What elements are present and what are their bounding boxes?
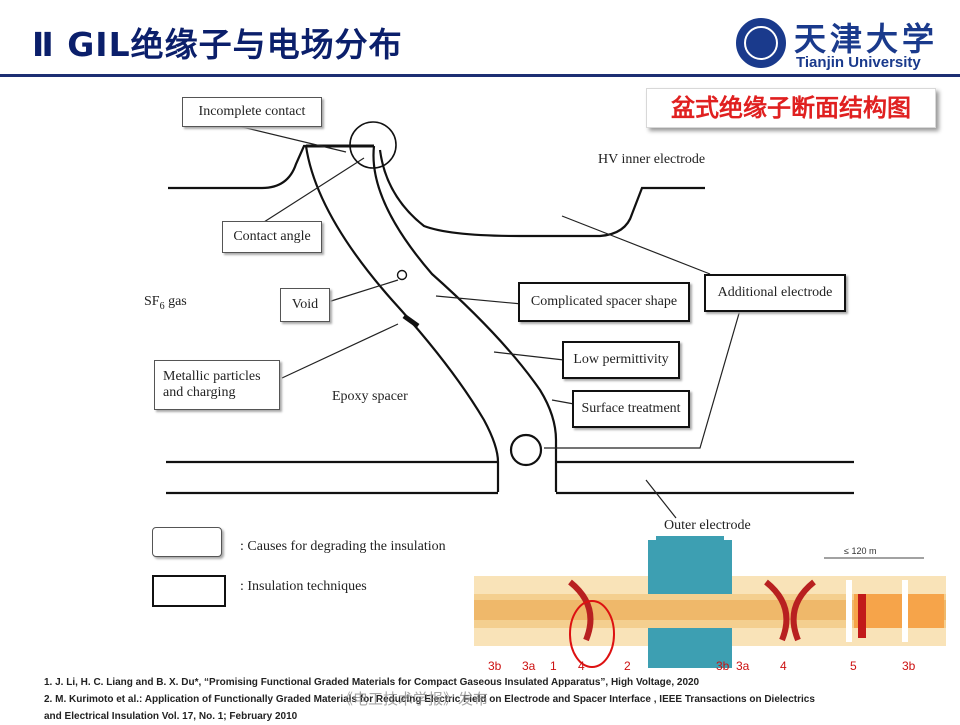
sf6-gas-label: SF6 gas [144,294,187,312]
gil-section-illustration: ≤ 120 m 3b 3a 1 4 2 3b 3a 4 5 3b [474,536,946,672]
left-upper-electrode-line [168,144,358,190]
hv-inner-electrode-line [378,149,705,238]
dimension-label: ≤ 120 m [844,546,876,556]
component-number: 3a [736,659,750,672]
reference-1: 1. J. Li, H. C. Liang and B. X. Du*, “Pr… [44,677,700,688]
metallic-particle [402,313,420,329]
low-permittivity-label: Low permittivity [573,352,669,367]
void-box: Void [280,288,330,322]
logo-english-name: Tianjin University [796,54,921,71]
component-number: 3b [902,659,916,672]
spacer-right-edge [372,145,558,492]
low-permittivity-box: Low permittivity [562,341,680,379]
component-number: 1 [550,659,557,672]
legend-causes-label: : Causes for degrading the insulation [240,539,446,554]
additional-electrode-circle [509,433,543,467]
void-marker [396,269,408,281]
reference-2: 2. M. Kurimoto et al.: Application of Fu… [44,694,815,705]
component-number: 2 [624,659,631,672]
spacer-left-edge [304,145,500,492]
page-title: Ⅱ GIL绝缘子与电场分布 [32,25,403,64]
contact-angle-box: Contact angle [222,221,322,253]
highlight-ellipse [569,600,615,668]
void-label: Void [291,297,319,312]
complicated-spacer-shape-box: Complicated spacer shape [518,282,690,322]
references: 1. J. Li, H. C. Liang and B. X. Du*, “Pr… [44,674,815,725]
surface-treatment-box: Surface treatment [572,390,690,428]
additional-electrode-box: Additional electrode [704,274,846,312]
component-number: 3b [488,659,502,672]
metallic-particles-box: Metallic particles and charging [154,360,280,410]
complicated-spacer-shape-label: Complicated spacer shape [530,294,678,309]
university-logo: 天津大学 Tianjin University [736,14,946,74]
university-seal-icon [736,18,786,68]
surface-treatment-label: Surface treatment [581,401,681,416]
metallic-particles-label-line2: and charging [163,385,236,400]
epoxy-spacer-label: Epoxy spacer [332,389,408,404]
incomplete-contact-box: Incomplete contact [182,97,322,127]
incomplete-contact-label: Incomplete contact [198,104,306,119]
logo-chinese-name: 天津大学 [794,20,939,58]
component-number: 3b [716,659,730,672]
contact-circle [349,121,397,169]
component-number: 5 [850,659,857,672]
hv-inner-electrode-label: HV inner electrode [598,152,706,167]
additional-electrode-label: Additional electrode [717,285,833,300]
component-number: 3a [522,659,536,672]
section-label: 盆式绝缘子断面结构图 [646,88,936,128]
title-divider [0,74,960,77]
legend-techniques-swatch [152,575,226,607]
watermark-text: 《电工技术学报》发布 [338,690,489,708]
legend-causes-swatch [152,527,222,557]
metallic-particles-label-line1: Metallic particles [163,369,261,384]
reference-3: and Electrical Insulation Vol. 17, No. 1… [44,711,298,722]
component-number: 4 [780,659,787,672]
component-numbers: 3b 3a 1 4 2 3b 3a 4 5 3b [488,659,916,672]
component-number: 4 [578,659,585,672]
legend-techniques-label: : Insulation techniques [240,579,367,594]
outer-electrode-label: Outer electrode [664,518,751,533]
contact-angle-label: Contact angle [233,229,311,244]
